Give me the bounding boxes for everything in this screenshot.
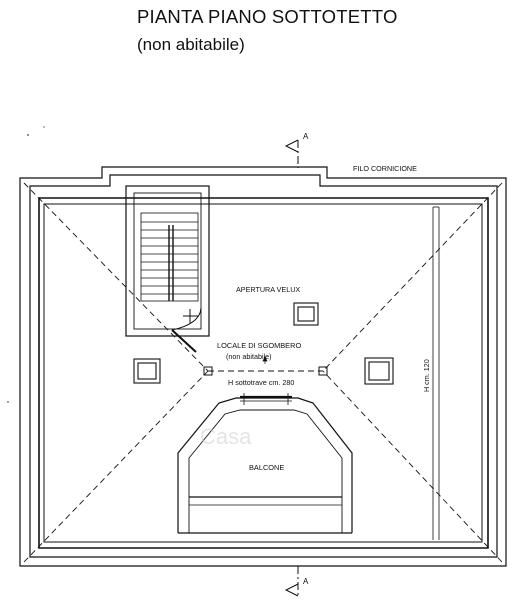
scan-specks bbox=[7, 126, 45, 403]
section-mark-top: A bbox=[303, 132, 309, 141]
stairwell bbox=[125, 185, 210, 337]
balcony-window bbox=[240, 393, 292, 405]
right-strip bbox=[432, 206, 440, 540]
section-mark-bottom: A bbox=[303, 577, 309, 586]
velux-skylights bbox=[133, 302, 394, 385]
h-sottotrave-label: H sottotrave cm. 280 bbox=[228, 378, 294, 387]
balcone-label: BALCONE bbox=[249, 463, 284, 472]
h-cm-120-label: H cm. 120 bbox=[422, 359, 431, 392]
stair-door bbox=[171, 307, 202, 353]
filo-cornicione-label: FILO CORNICIONE bbox=[353, 164, 417, 173]
outer-walls bbox=[19, 166, 507, 567]
ridge-posts bbox=[203, 366, 328, 376]
locale-sublabel: (non abitabile) bbox=[226, 352, 272, 361]
cornice-outline bbox=[19, 166, 507, 567]
stair-steps bbox=[141, 221, 198, 301]
apertura-velux-label: APERTURA VELUX bbox=[236, 285, 300, 294]
drawing-title: PIANTA PIANO SOTTOTETTO bbox=[137, 6, 398, 27]
section-line-a bbox=[284, 139, 299, 598]
drawing-subtitle: (non abitabile) bbox=[137, 35, 245, 54]
inner-wall bbox=[38, 197, 489, 549]
ridge-lines bbox=[23, 182, 503, 563]
h-arrow bbox=[262, 356, 268, 364]
watermark: Casa bbox=[200, 424, 252, 449]
locale-label: LOCALE DI SGOMBERO bbox=[217, 341, 301, 350]
